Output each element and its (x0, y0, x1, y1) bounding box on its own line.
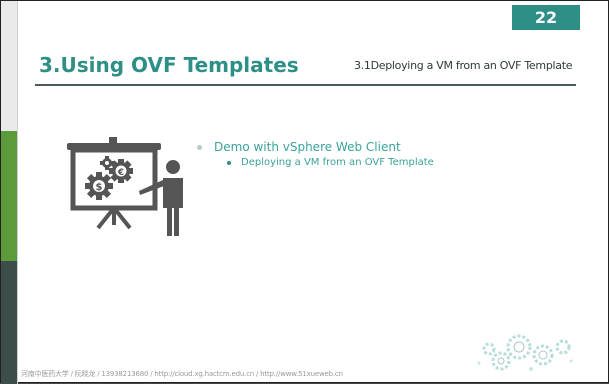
side-bar-dark (1, 261, 17, 384)
slide-title: 3.Using OVF Templates (39, 53, 299, 77)
side-bar-green (1, 131, 17, 261)
presenter-board-gears-icon: $ € (67, 137, 183, 236)
bullet-dot-icon (197, 144, 202, 150)
footer-text: 河南中医药大学 / 阮晓龙 / 13938213680 / http://clo… (21, 370, 343, 378)
gears-decoration-icon (477, 334, 573, 371)
page-number: 22 (512, 5, 580, 30)
side-bar-top (1, 1, 17, 131)
left-divider (17, 1, 18, 384)
slide-subtitle: 3.1Deploying a VM from an OVF Template (354, 59, 573, 72)
svg-text:€: € (117, 168, 124, 178)
bullet-item-level2: Deploying a VM from an OVF Template (227, 157, 434, 168)
bullet-text-level2: Deploying a VM from an OVF Template (241, 157, 434, 168)
bullet-item-level1: Demo with vSphere Web Client (197, 140, 434, 154)
bullet-list: Demo with vSphere Web Client Deploying a… (197, 140, 434, 168)
bullet-text-level1: Demo with vSphere Web Client (214, 140, 401, 154)
svg-text:$: $ (96, 182, 103, 193)
title-rule (35, 84, 576, 86)
bullet-dot-icon (227, 160, 231, 165)
